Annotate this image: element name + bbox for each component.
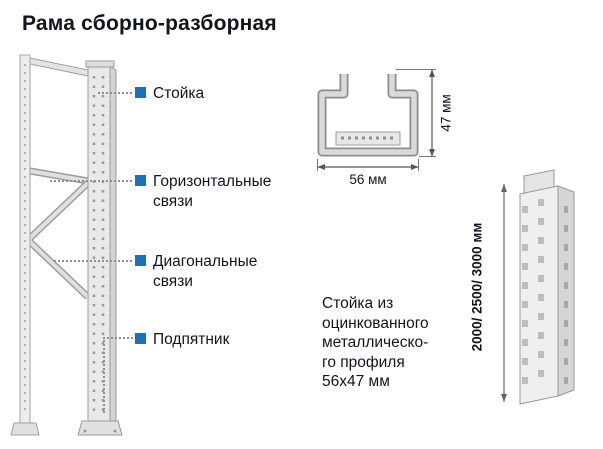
profile-cross-section-illustration [317,69,436,171]
post-illustration [501,169,575,405]
foot-plate [77,420,123,436]
post-height-dimension-label: 2000/ 2500/ 3000 мм [469,222,485,352]
legend-item-stoyka: Стойка [135,84,275,104]
left-foot-plate [10,422,40,436]
legend-label-podpyatnik: Подпятник [153,331,230,348]
legend-item-podpyatnik: Подпятник [135,330,275,350]
braces [27,167,91,300]
description-line: Стойка из [322,295,394,312]
legend-label-horizontal: Горизонтальные связи [153,173,272,210]
legend-bullet [135,87,146,98]
description-line: металлическо- [322,334,429,351]
post-body [519,169,575,405]
top-beam [29,57,89,77]
description-line: 56х47 мм [322,373,390,390]
description-line: го профиля [322,353,405,371]
legend-item-diagonal: Диагональные связи [135,252,275,291]
legend-bullet [135,175,146,186]
legend-label-diagonal: Диагональные связи [153,253,258,290]
legend-bullet [135,255,146,266]
width-dimension-line [317,159,419,171]
profile-description: Стойка из оцинкованного металлическо- го… [322,294,429,392]
legend-bullet [135,333,146,344]
right-post [77,60,123,436]
leader-podpyatnik-h [103,337,133,339]
frame-illustration [10,54,123,436]
profile-height-dimension-label: 47 мм [438,94,454,132]
height-dimension-line [396,69,436,157]
legend-label-stoyka: Стойка [153,85,205,102]
leader-stoyka [98,92,132,94]
profile-width-dimension-label: 56 мм [349,172,387,187]
legend-item-horizontal: Горизонтальные связи [135,172,275,211]
page-title: Рама сборно-разборная [22,12,277,35]
left-post [10,54,40,436]
profile-body [317,74,419,157]
description-line: оцинкованного [322,314,429,332]
leader-horizontal [50,180,132,182]
leader-diagonal [54,260,132,262]
leader-podpyatnik-v [103,337,105,413]
post-height-dimension-line [501,184,507,402]
